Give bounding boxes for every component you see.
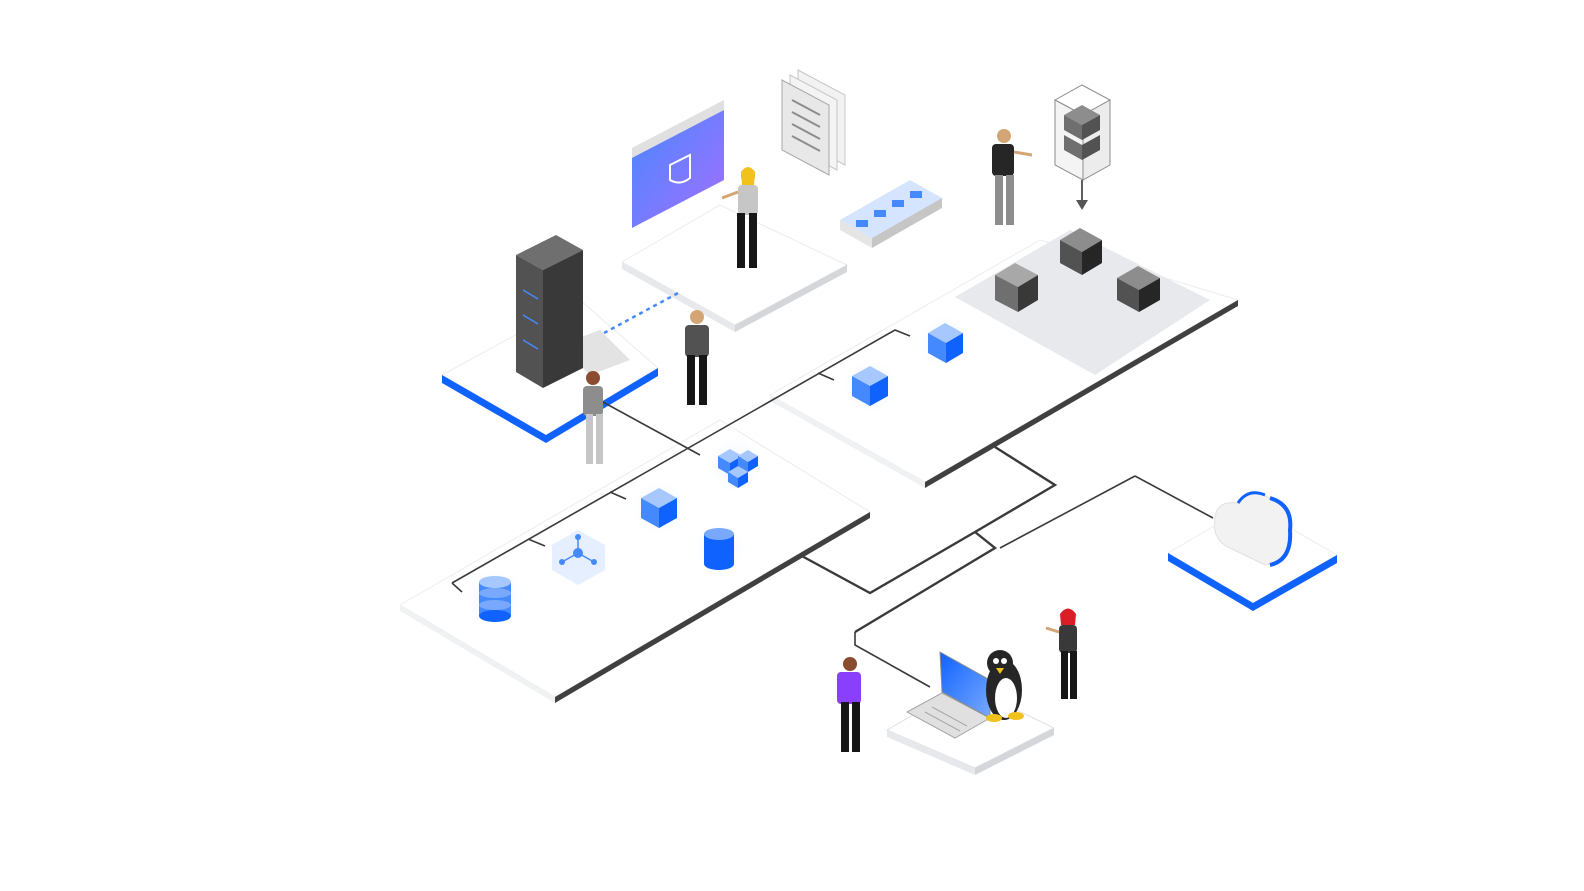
person-icon	[1045, 608, 1077, 699]
trunk-connectors	[799, 445, 1058, 634]
database-icon	[691, 520, 747, 576]
stacked-box-icon	[1053, 84, 1112, 181]
mainframe-server-icon	[516, 235, 583, 388]
person-icon	[685, 310, 709, 405]
cloud-icon	[1214, 491, 1293, 567]
security-screen-icon	[632, 100, 724, 228]
api-bar-icon	[840, 180, 942, 248]
document-stack-icon	[781, 69, 846, 176]
blue-cube-icon	[915, 313, 975, 373]
person-icon	[837, 657, 861, 752]
dark-cube-icon	[1060, 228, 1102, 275]
container-group-icon	[705, 435, 765, 495]
z-cube-icon	[995, 263, 1038, 312]
flow-lines	[451, 180, 1214, 688]
platform-security	[620, 204, 849, 332]
dark-cube-icon	[1117, 266, 1160, 312]
blue-cube-icon	[629, 478, 689, 538]
linux-penguin-icon	[986, 650, 1024, 722]
network-node-icon	[552, 530, 605, 585]
person-icon	[721, 167, 758, 268]
database-icon	[463, 566, 527, 630]
person-icon	[583, 371, 603, 464]
platform-services	[399, 419, 871, 703]
blue-cube-icon	[840, 356, 900, 416]
person-icon	[992, 129, 1033, 225]
